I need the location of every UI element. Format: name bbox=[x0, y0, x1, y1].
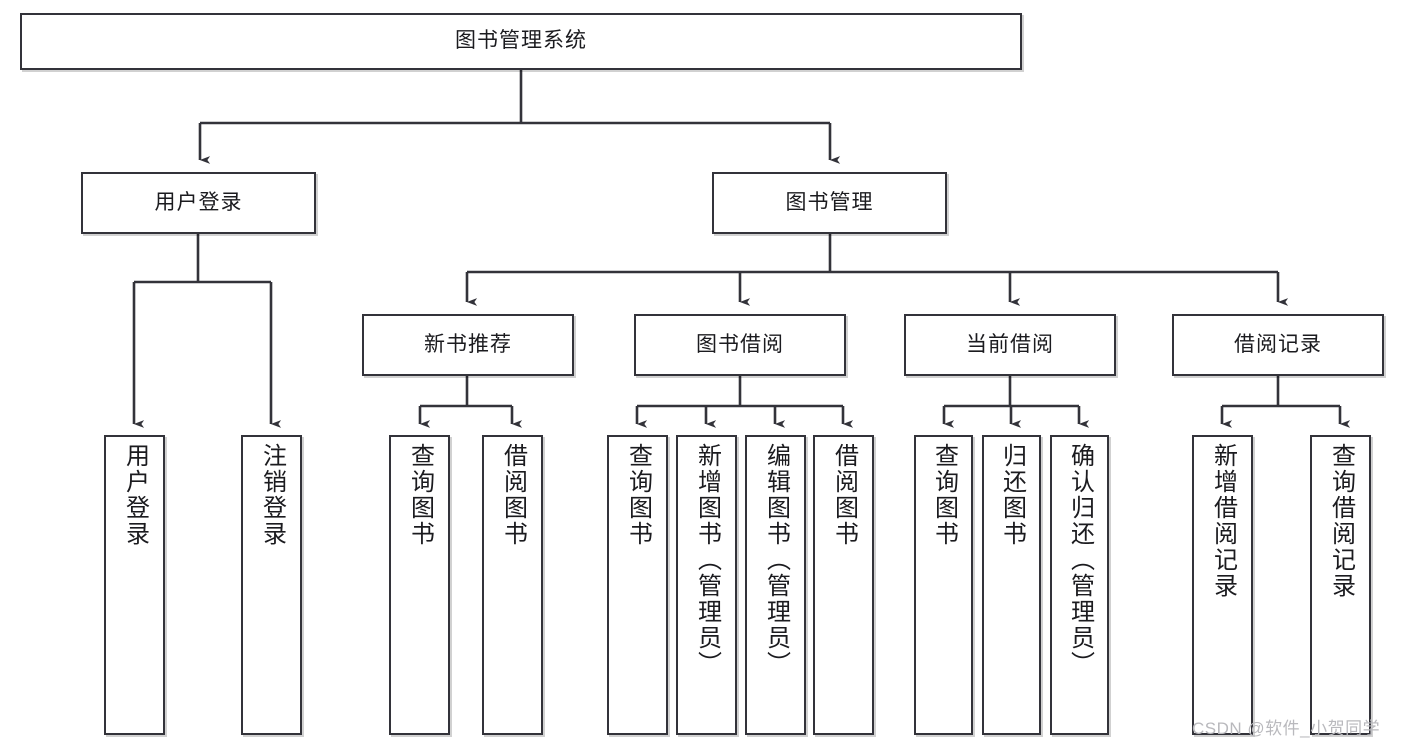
node-book-manage-label: 图书管理 bbox=[785, 190, 874, 214]
node-user-login[interactable]: 用户登录 bbox=[81, 172, 316, 234]
node-leaf-query-record[interactable]: 查询借阅记录 bbox=[1310, 435, 1371, 735]
node-leaf-query-book-2[interactable]: 查询图书 bbox=[607, 435, 668, 735]
node-leaf-confirm-return-label: 确认归还（管理员） bbox=[1066, 443, 1094, 677]
node-root-label: 图书管理系统 bbox=[455, 29, 587, 53]
node-user-login-label: 用户登录 bbox=[154, 190, 243, 214]
node-leaf-borrow-book-1[interactable]: 借阅图书 bbox=[482, 435, 543, 735]
node-current-borrow-label: 当前借阅 bbox=[966, 332, 1054, 356]
node-borrow-record[interactable]: 借阅记录 bbox=[1172, 314, 1384, 376]
node-leaf-confirm-return[interactable]: 确认归还（管理员） bbox=[1050, 435, 1109, 735]
node-book-borrow-label: 图书借阅 bbox=[696, 332, 784, 356]
csdn-watermark: CSDN @软件_小贺同学 bbox=[1192, 719, 1381, 738]
node-leaf-query-book-1[interactable]: 查询图书 bbox=[389, 435, 450, 735]
node-leaf-add-book[interactable]: 新增图书（管理员） bbox=[676, 435, 737, 735]
node-borrow-record-label: 借阅记录 bbox=[1234, 332, 1322, 356]
node-leaf-add-book-label: 新增图书（管理员） bbox=[693, 443, 721, 677]
node-leaf-return-book-label: 归还图书 bbox=[998, 443, 1026, 547]
node-leaf-user-login[interactable]: 用户登录 bbox=[104, 435, 165, 735]
node-root[interactable]: 图书管理系统 bbox=[20, 13, 1022, 70]
node-leaf-add-record-label: 新增借阅记录 bbox=[1209, 443, 1237, 599]
node-leaf-user-login-label: 用户登录 bbox=[121, 443, 149, 547]
node-leaf-borrow-book-1-label: 借阅图书 bbox=[499, 443, 527, 547]
node-leaf-query-book-3-label: 查询图书 bbox=[930, 443, 958, 547]
node-leaf-return-book[interactable]: 归还图书 bbox=[982, 435, 1041, 735]
node-new-book-rec[interactable]: 新书推荐 bbox=[362, 314, 574, 376]
node-leaf-edit-book[interactable]: 编辑图书（管理员） bbox=[745, 435, 806, 735]
node-leaf-logout[interactable]: 注销登录 bbox=[241, 435, 302, 735]
node-leaf-add-record[interactable]: 新增借阅记录 bbox=[1192, 435, 1253, 735]
node-leaf-query-book-3[interactable]: 查询图书 bbox=[914, 435, 973, 735]
node-leaf-borrow-book-2-label: 借阅图书 bbox=[830, 443, 858, 547]
node-book-borrow[interactable]: 图书借阅 bbox=[634, 314, 846, 376]
node-book-manage[interactable]: 图书管理 bbox=[712, 172, 947, 234]
node-current-borrow[interactable]: 当前借阅 bbox=[904, 314, 1116, 376]
node-leaf-query-record-label: 查询借阅记录 bbox=[1327, 443, 1355, 599]
node-leaf-query-book-2-label: 查询图书 bbox=[624, 443, 652, 547]
node-new-book-rec-label: 新书推荐 bbox=[424, 332, 512, 356]
node-leaf-query-book-1-label: 查询图书 bbox=[406, 443, 434, 547]
node-leaf-edit-book-label: 编辑图书（管理员） bbox=[762, 443, 790, 677]
node-leaf-logout-label: 注销登录 bbox=[258, 443, 286, 547]
node-leaf-borrow-book-2[interactable]: 借阅图书 bbox=[813, 435, 874, 735]
